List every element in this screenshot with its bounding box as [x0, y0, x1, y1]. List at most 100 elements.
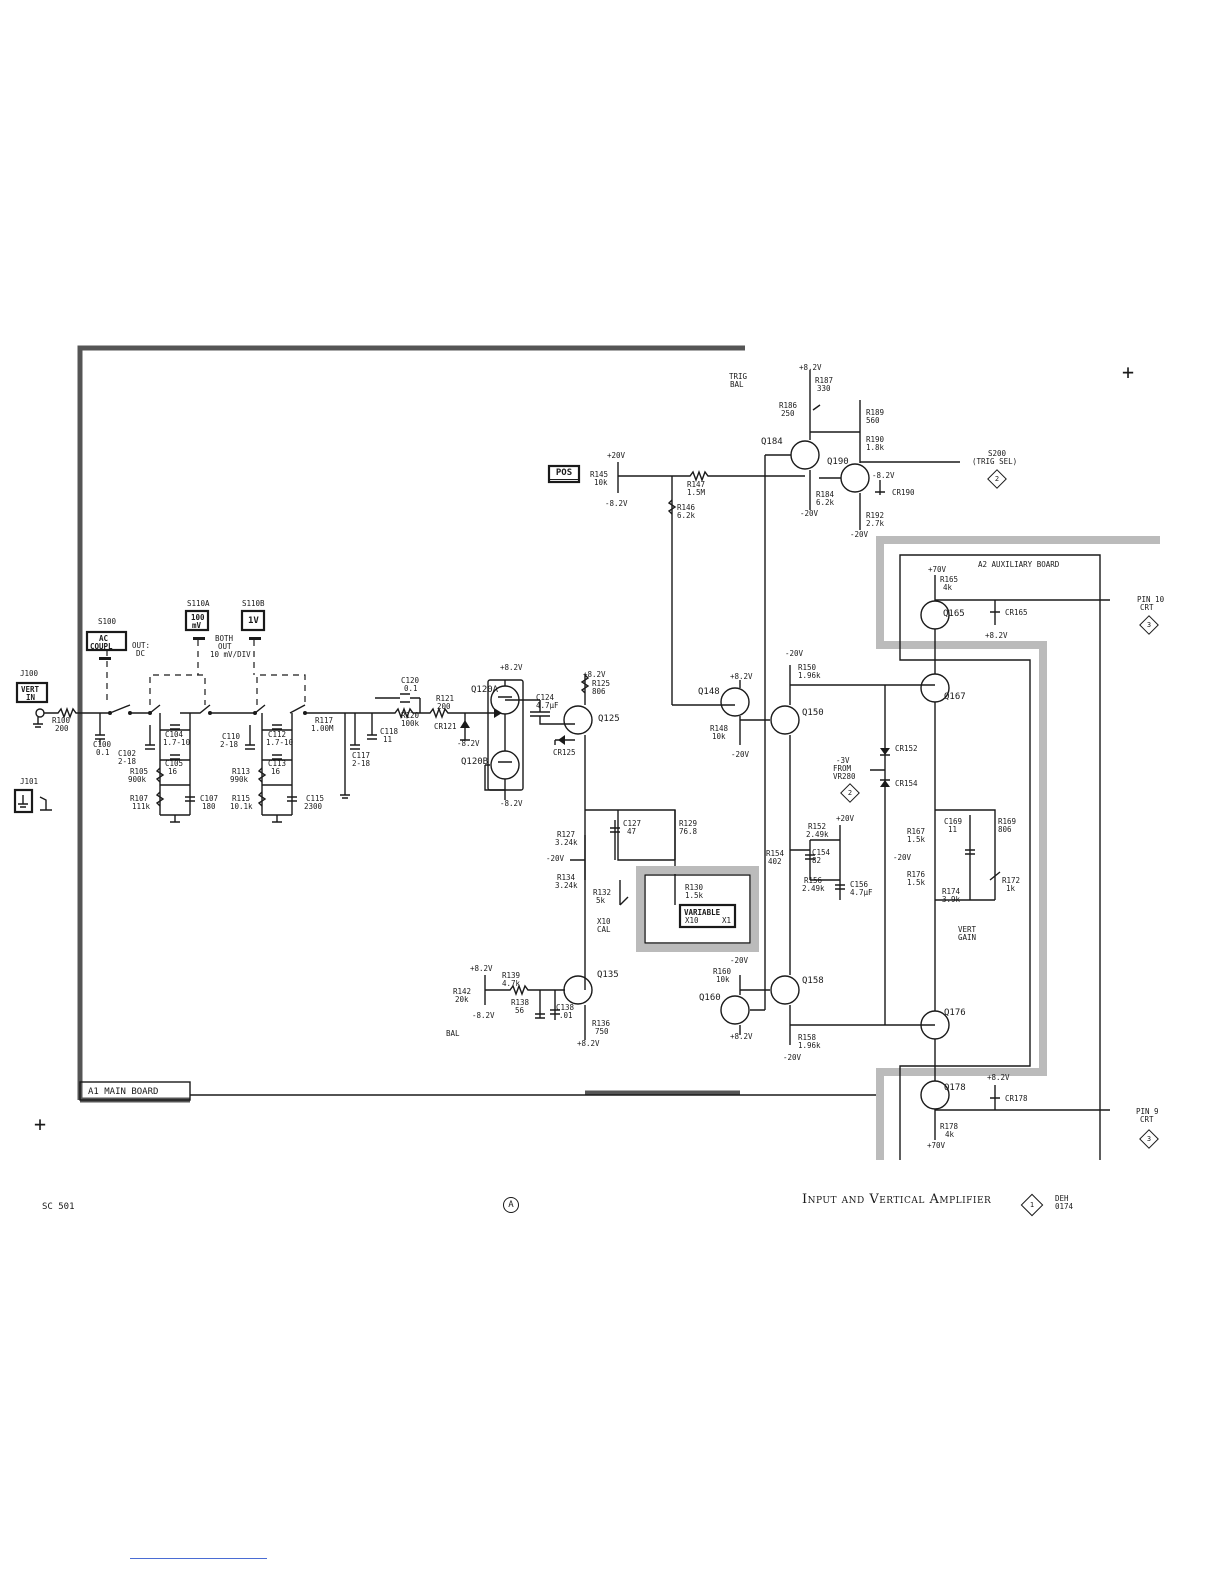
- cr165-label: CR165: [1005, 608, 1028, 617]
- r139-label: R139: [502, 971, 521, 980]
- r165-value: 4k: [943, 583, 953, 592]
- cr121-label: CR121: [434, 722, 457, 731]
- r121-value: 200: [437, 702, 451, 711]
- j100-label: J100: [20, 669, 39, 678]
- c115-value: 2300: [304, 802, 323, 811]
- s110a-mv: mV: [192, 621, 202, 630]
- c107-value: 180: [202, 802, 216, 811]
- r132-label: R132: [593, 888, 612, 897]
- s200-trig-sel: (TRIG SEL): [972, 457, 1018, 466]
- c156-label: C156: [850, 880, 869, 889]
- r160-value: 10k: [716, 975, 730, 984]
- footer-rev-1: DEH: [1055, 1194, 1069, 1203]
- r120-value: 100k: [401, 719, 420, 728]
- j100-in: IN: [26, 693, 36, 702]
- r169-value: 806: [998, 825, 1012, 834]
- c138-value: .01: [559, 1011, 573, 1020]
- r160-label: R160: [713, 967, 732, 976]
- from-1: -3V: [836, 756, 850, 765]
- r178-supply: +70V: [927, 1141, 946, 1150]
- r120-label: R120: [401, 711, 420, 720]
- r142-supply-top: +8.2V: [470, 964, 493, 973]
- r127-label: R127: [557, 830, 576, 839]
- r152-label: R152: [808, 822, 827, 831]
- c120-value: 0.1: [404, 684, 418, 693]
- from-3: VR280: [833, 772, 856, 781]
- r189-label: R189: [866, 408, 885, 417]
- r136-label: R136: [592, 1019, 611, 1028]
- s100-ac: AC: [99, 634, 109, 643]
- r165-supply: +70V: [928, 565, 947, 574]
- q120b-label: Q120B: [461, 757, 489, 767]
- r115-value: 10.1k: [230, 802, 253, 811]
- pos-control: [547, 462, 805, 706]
- m20-left: -20V: [546, 854, 565, 863]
- c100-label: C100: [93, 740, 112, 749]
- r107-label: R107: [130, 794, 149, 803]
- r132-value: 5k: [596, 896, 606, 905]
- pin9-crt: CRT: [1140, 1115, 1154, 1124]
- aux-board-label: A2 AUXILIARY BOARD: [978, 560, 1060, 569]
- j101-connector: [13, 788, 52, 814]
- r158-value: 1.96k: [798, 1041, 821, 1050]
- both-out: OUT: [218, 642, 232, 651]
- trigger-section: [765, 370, 960, 530]
- variable-x1: X1: [722, 916, 732, 925]
- r113-value: 990k: [230, 775, 249, 784]
- cr178-supply: +8.2V: [987, 1073, 1010, 1082]
- q150-label: Q150: [802, 708, 824, 718]
- c138-label: C138: [556, 1003, 575, 1012]
- footer-diagram-diamond: 1: [1020, 1193, 1044, 1217]
- q120-supply-bottom: -8.2V: [500, 799, 523, 808]
- x10-cal-2: CAL: [597, 925, 611, 934]
- r107-value: 111k: [132, 802, 151, 811]
- r148-label: R148: [710, 724, 729, 733]
- r186-value: 250: [781, 409, 795, 418]
- r148-value: 10k: [712, 732, 726, 741]
- pin10-crt: CRT: [1140, 603, 1154, 612]
- r178-value: 4k: [945, 1130, 955, 1139]
- s100-dc: DC: [136, 649, 146, 658]
- q190-label: Q190: [827, 457, 849, 467]
- r125-label: R125: [592, 679, 611, 688]
- r127-value: 3.24k: [555, 838, 578, 847]
- q125-q135-stage: [484, 673, 759, 1040]
- cr178-label: CR178: [1005, 1094, 1028, 1103]
- main-board-label: A1 MAIN BOARD: [88, 1087, 159, 1097]
- r192-supply: -20V: [850, 530, 869, 539]
- j101-label: J101: [20, 777, 39, 786]
- c107-label: C107: [200, 794, 219, 803]
- footer-page-letter: A: [503, 1197, 519, 1213]
- r176-label: R176: [907, 870, 926, 879]
- r152-supply: +20V: [836, 814, 855, 823]
- m20-right: -20V: [893, 853, 912, 862]
- variable-label: VARIABLE: [684, 908, 721, 917]
- r142-value: 20k: [455, 995, 469, 1004]
- cr125-label: CR125: [553, 748, 576, 757]
- r147-label: R147: [687, 480, 706, 489]
- r142-label: R142: [453, 987, 472, 996]
- s110b-label: S110B: [242, 599, 265, 608]
- c104-value: 1.7-10: [163, 738, 191, 747]
- c102-label: C102: [118, 749, 137, 758]
- c118-label: C118: [380, 727, 399, 736]
- r187-supply: +8.2V: [799, 363, 822, 372]
- r105-value: 900k: [128, 775, 147, 784]
- c154-value: 82: [812, 856, 822, 865]
- c115-label: C115: [306, 794, 325, 803]
- r174-label: R174: [942, 887, 961, 896]
- r184-value: 6.2k: [816, 498, 835, 507]
- r139-value: 4.7k: [502, 979, 521, 988]
- r100-value: 200: [55, 724, 69, 733]
- r192-label: R192: [866, 511, 885, 520]
- c124-label: C124: [536, 693, 555, 702]
- r167-label: R167: [907, 827, 926, 836]
- r117-label: R117: [315, 716, 334, 725]
- r184-label: R184: [816, 490, 835, 499]
- r147-value: 1.5M: [687, 488, 706, 497]
- r130-value: 1.5k: [685, 891, 704, 900]
- r130-label: R130: [685, 883, 704, 892]
- q120-supply-top: +8.2V: [500, 663, 523, 672]
- vert-gain-2: GAIN: [958, 933, 977, 942]
- aux-board-outline: [876, 536, 1160, 1160]
